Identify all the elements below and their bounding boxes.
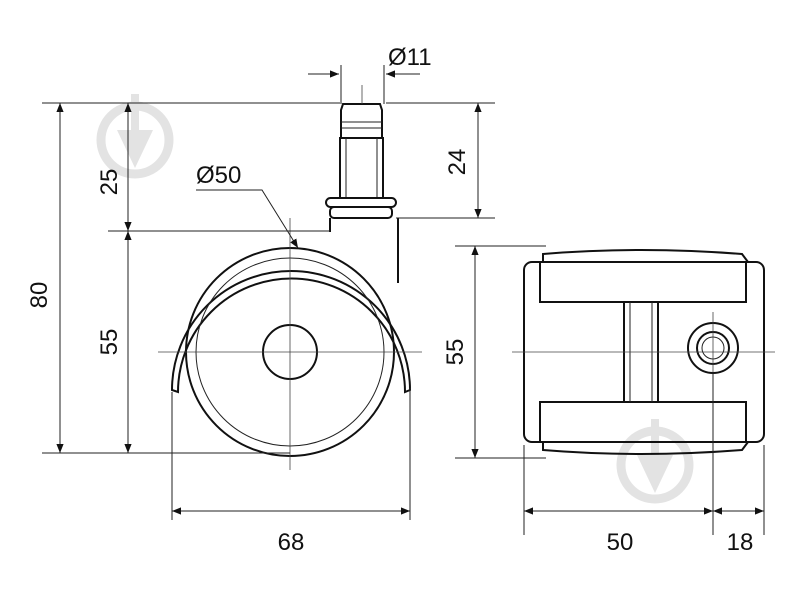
dim-wheel-diameter: Ø50 bbox=[196, 162, 299, 249]
dim-wheel-height-side: 55 bbox=[96, 231, 132, 453]
dim-stem-length: 24 bbox=[386, 102, 495, 219]
watermark-icon-right bbox=[616, 419, 694, 504]
wheel-height-side-label: 55 bbox=[96, 329, 123, 356]
housing-arm bbox=[329, 218, 399, 283]
offset-front-label: 18 bbox=[727, 529, 754, 556]
front-view bbox=[512, 249, 775, 455]
overall-width-side-label: 68 bbox=[278, 529, 305, 556]
wheel-height-front-label: 55 bbox=[442, 339, 469, 366]
watermark-icon-left bbox=[96, 94, 174, 179]
stem-length-label: 24 bbox=[444, 149, 471, 176]
dim-offset-front: 18 bbox=[713, 507, 764, 556]
wheel-width-front-label: 50 bbox=[607, 529, 634, 556]
upper-height-label: 25 bbox=[96, 169, 123, 196]
wheel-diameter-label: Ø50 bbox=[196, 162, 241, 189]
dim-stem-diameter: Ø11 bbox=[308, 44, 432, 104]
stem bbox=[325, 103, 397, 219]
dim-wheel-height-front: 55 bbox=[442, 245, 546, 459]
dim-overall-width-side: 68 bbox=[171, 388, 411, 556]
dim-upper-height: 25 bbox=[96, 103, 330, 232]
dim-overall-height: 80 bbox=[26, 102, 340, 454]
stem-diameter-label: Ø11 bbox=[388, 44, 432, 71]
overall-height-label: 80 bbox=[26, 282, 53, 309]
dim-wheel-width-front: 50 bbox=[523, 372, 765, 556]
side-view bbox=[158, 85, 422, 470]
